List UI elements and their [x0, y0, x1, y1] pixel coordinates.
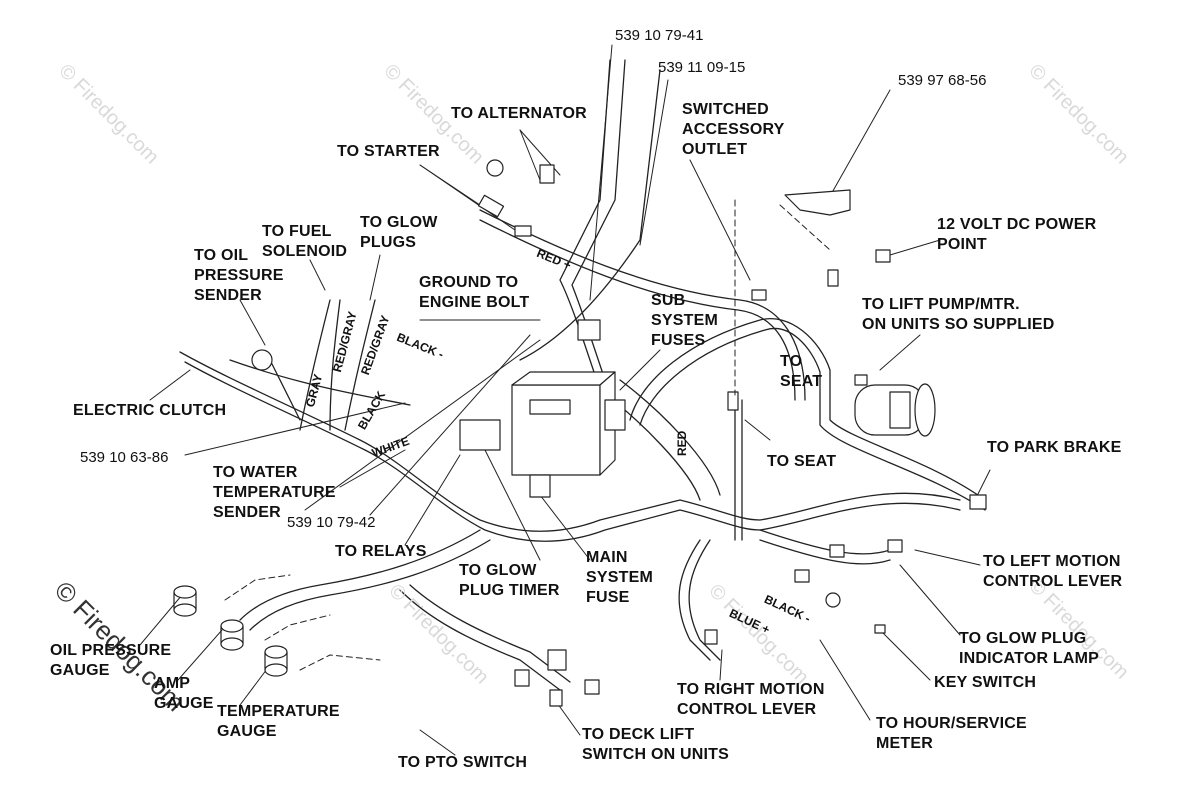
label-amp-gauge: AMP GAUGE	[154, 675, 214, 712]
temperature-gauge-shape	[264, 645, 288, 677]
label-ground-to-engine-bolt: GROUND TO ENGINE BOLT	[419, 274, 530, 311]
part-number-63-86: 539 10 63-86	[80, 449, 169, 466]
label-to-oil-pressure-sender: TO OIL PRESSURE SENDER	[194, 247, 284, 304]
label-to-lift-pump: TO LIFT PUMP/MTR. ON UNITS SO SUPPLIED	[862, 296, 1055, 333]
accessory-bracket	[784, 189, 851, 216]
power-point	[875, 249, 891, 263]
label-switched-accessory-outlet: SWITCHED ACCESSORY OUTLET	[682, 101, 785, 158]
label-to-alternator: TO ALTERNATOR	[451, 105, 587, 122]
label-to-starter: TO STARTER	[337, 143, 440, 160]
lift-pump-motor	[854, 383, 936, 437]
label-electric-clutch: ELECTRIC CLUTCH	[73, 402, 227, 419]
label-to-glow-plug-timer: TO GLOW PLUG TIMER	[459, 562, 560, 599]
part-number-79-42: 539 10 79-42	[287, 514, 376, 531]
main-harness	[179, 59, 986, 691]
label-to-right-motion-control-lever: TO RIGHT MOTION CONTROL LEVER	[677, 681, 825, 718]
part-number-79-41: 539 10 79-41	[615, 27, 704, 44]
label-to-seat-1: TO SEAT	[780, 353, 823, 390]
label-to-water-temperature-sender: TO WATER TEMPERATURE SENDER	[213, 464, 336, 521]
label-to-fuel-solenoid: TO FUEL SOLENOID	[262, 223, 348, 260]
wire-label-red: RED	[675, 430, 689, 456]
label-temperature-gauge: TEMPERATURE GAUGE	[217, 703, 340, 740]
label-to-left-motion-control-lever: TO LEFT MOTION CONTROL LEVER	[983, 553, 1123, 590]
label-key-switch: KEY SWITCH	[934, 674, 1037, 691]
label-to-pto-switch: TO PTO SWITCH	[398, 754, 528, 771]
amp-gauge-shape	[220, 619, 244, 651]
label-to-relays: TO RELAYS	[335, 543, 427, 560]
components	[173, 159, 987, 707]
battery	[511, 384, 601, 476]
label-main-system-fuse: MAIN SYSTEM FUSE	[586, 549, 653, 606]
label-sub-system-fuses: SUB SYSTEM FUSES	[651, 292, 718, 349]
label-oil-pressure-gauge: OIL PRESSURE GAUGE	[50, 642, 172, 679]
leader-lines	[139, 44, 991, 756]
label-to-glow-plug-indicator-lamp: TO GLOW PLUG INDICATOR LAMP	[959, 630, 1099, 667]
label-to-park-brake: TO PARK BRAKE	[987, 439, 1122, 456]
oil-pressure-gauge-shape	[173, 585, 197, 617]
label-to-deck-lift-switch: TO DECK LIFT SWITCH ON UNITS	[582, 726, 729, 763]
label-to-seat-2: TO SEAT	[767, 453, 837, 470]
label-to-hour-service-meter: TO HOUR/SERVICE METER	[876, 715, 1027, 752]
part-number-09-15: 539 11 09-15	[658, 59, 746, 76]
part-number-68-56: 539 97 68-56	[898, 72, 987, 89]
label-to-glow-plugs: TO GLOW PLUGS	[360, 214, 438, 251]
label-12-volt-power-point: 12 VOLT DC POWER POINT	[937, 216, 1097, 253]
